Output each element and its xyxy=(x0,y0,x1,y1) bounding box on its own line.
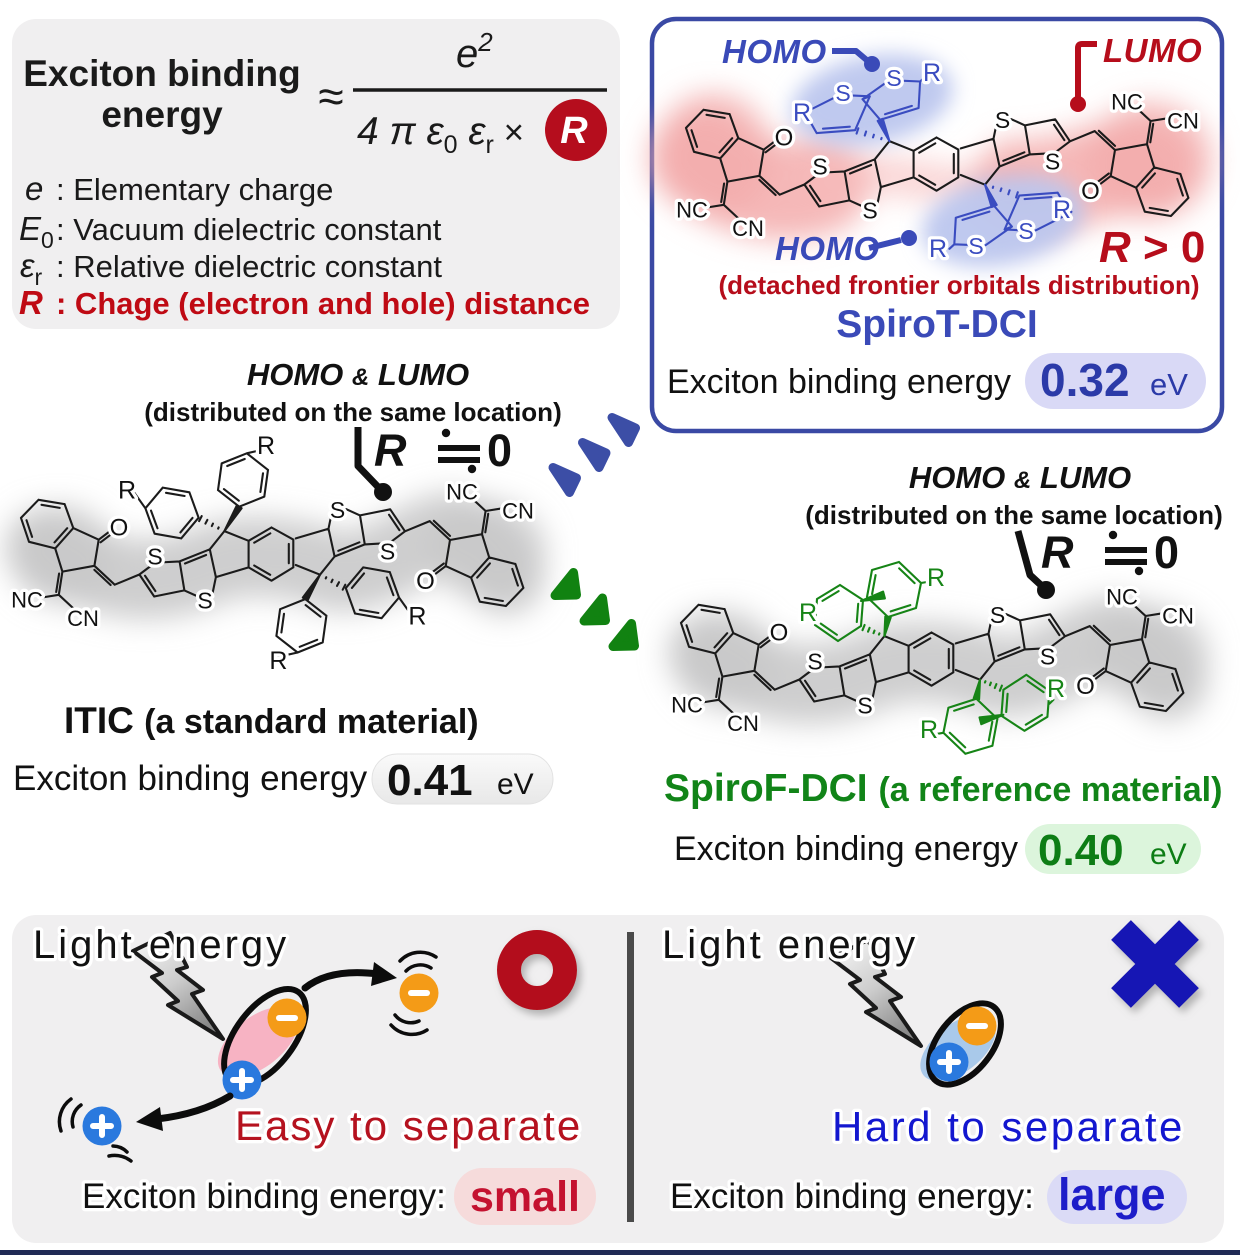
svg-text:4 π ε0 εr ×: 4 π ε0 εr × xyxy=(357,110,524,159)
svg-text:ITIC (a standard material): ITIC (a standard material) xyxy=(64,700,479,741)
svg-text:eV: eV xyxy=(1150,367,1188,402)
svg-text:S: S xyxy=(812,154,827,180)
svg-text:R: R xyxy=(257,432,275,460)
svg-text:CN: CN xyxy=(502,499,534,524)
svg-text:: Vacuum dielectric constant: : Vacuum dielectric constant xyxy=(56,212,442,247)
svg-text:: Chage (electron and hole) di: : Chage (electron and hole) distance xyxy=(56,286,590,321)
svg-text:R: R xyxy=(799,599,817,627)
svg-text:NC: NC xyxy=(676,198,708,223)
svg-text:SpiroT-DCI: SpiroT-DCI xyxy=(836,303,1038,346)
svg-text:NC: NC xyxy=(11,588,43,613)
svg-text:O: O xyxy=(1076,673,1095,700)
svg-text:CN: CN xyxy=(732,216,764,241)
svg-text:Easy to separate: Easy to separate xyxy=(235,1102,582,1149)
svg-text:Hard to separate: Hard to separate xyxy=(832,1103,1185,1150)
svg-text:R: R xyxy=(1041,527,1074,578)
svg-text:S: S xyxy=(886,65,901,91)
svg-text:S: S xyxy=(1040,644,1055,670)
svg-text:CN: CN xyxy=(727,711,759,736)
svg-text:e: e xyxy=(25,170,43,207)
svg-text:HOMO & LUMO: HOMO & LUMO xyxy=(909,460,1131,495)
svg-text:SpiroF-DCI (a reference materi: SpiroF-DCI (a reference material) xyxy=(664,767,1222,810)
svg-text:R: R xyxy=(269,647,287,675)
svg-text:S: S xyxy=(807,649,822,675)
svg-text:eV: eV xyxy=(497,768,534,801)
svg-text:R: R xyxy=(1047,675,1065,703)
svg-text:≈: ≈ xyxy=(318,70,343,122)
svg-text:Exciton binding energy:: Exciton binding energy: xyxy=(82,1177,446,1216)
svg-text:: Relative dielectric constant: : Relative dielectric constant xyxy=(56,249,442,284)
svg-text:NC: NC xyxy=(1111,90,1143,115)
svg-text:R: R xyxy=(923,59,941,87)
svg-text:large: large xyxy=(1058,1169,1166,1220)
svg-text:S: S xyxy=(862,198,877,224)
svg-text:HOMO: HOMO xyxy=(775,230,880,267)
svg-text:R: R xyxy=(560,110,588,152)
svg-text:0: 0 xyxy=(1154,527,1179,578)
svg-text:0.40: 0.40 xyxy=(1038,826,1124,875)
svg-text:S: S xyxy=(147,544,162,570)
svg-text:: Elementary charge: : Elementary charge xyxy=(56,172,333,207)
svg-text:NC: NC xyxy=(671,693,703,718)
svg-text:(distributed on the same locat: (distributed on the same location) xyxy=(805,500,1222,530)
svg-text:0.32: 0.32 xyxy=(1040,354,1130,406)
svg-text:R: R xyxy=(793,99,811,127)
svg-text:R: R xyxy=(929,235,947,263)
svg-text:0: 0 xyxy=(487,425,512,476)
svg-text:R: R xyxy=(118,477,136,505)
svg-text:Light energy: Light energy xyxy=(662,923,918,967)
svg-text:S: S xyxy=(968,233,983,259)
svg-text:e2: e2 xyxy=(456,27,493,76)
svg-text:S: S xyxy=(197,588,212,614)
svg-text:CN: CN xyxy=(1167,109,1199,134)
svg-text:S: S xyxy=(380,539,395,565)
svg-text:S: S xyxy=(835,80,850,106)
svg-text:CN: CN xyxy=(1162,604,1194,629)
svg-text:Exciton binding energy:: Exciton binding energy: xyxy=(670,1177,1034,1216)
svg-text:R: R xyxy=(19,284,43,321)
svg-text:HOMO & LUMO: HOMO & LUMO xyxy=(247,357,469,392)
svg-text:O: O xyxy=(775,124,794,151)
svg-text:(distributed on the same locat: (distributed on the same location) xyxy=(144,397,561,427)
svg-text:NC: NC xyxy=(446,480,478,505)
svg-text:S: S xyxy=(1045,149,1060,175)
svg-text:O: O xyxy=(110,514,129,541)
svg-text:0.41: 0.41 xyxy=(387,756,473,805)
svg-text:Exciton binding: Exciton binding xyxy=(23,53,300,94)
svg-text:CN: CN xyxy=(67,606,99,631)
svg-text:energy: energy xyxy=(101,94,223,135)
svg-text:R: R xyxy=(927,564,945,592)
svg-text:(detached frontier orbitals di: (detached frontier orbitals distribution… xyxy=(718,270,1199,300)
svg-text:O: O xyxy=(770,619,789,646)
svg-text:Exciton binding energy: Exciton binding energy xyxy=(674,830,1018,868)
svg-text:O: O xyxy=(416,568,435,595)
svg-text:HOMO: HOMO xyxy=(722,33,827,70)
svg-text:small: small xyxy=(470,1173,580,1221)
svg-text:S: S xyxy=(857,693,872,719)
svg-text:R: R xyxy=(408,602,426,630)
svg-text:R: R xyxy=(920,716,938,744)
svg-text:S: S xyxy=(1018,218,1033,244)
svg-text:S: S xyxy=(990,602,1005,628)
svg-text:eV: eV xyxy=(1150,838,1187,871)
svg-text:S: S xyxy=(995,107,1010,133)
svg-text:Light energy: Light energy xyxy=(33,923,289,967)
svg-text:S: S xyxy=(330,497,345,523)
svg-text:Exciton binding energy: Exciton binding energy xyxy=(667,363,1011,401)
svg-text:NC: NC xyxy=(1106,585,1138,610)
svg-text:Exciton binding energy: Exciton binding energy xyxy=(13,759,368,798)
svg-text:R: R xyxy=(374,425,407,476)
svg-text:O: O xyxy=(1081,178,1100,205)
svg-text:R: R xyxy=(1053,196,1071,224)
svg-text:LUMO: LUMO xyxy=(1103,32,1202,69)
svg-text:E0: E0 xyxy=(19,210,54,253)
svg-text:R > 0: R > 0 xyxy=(1099,223,1205,272)
